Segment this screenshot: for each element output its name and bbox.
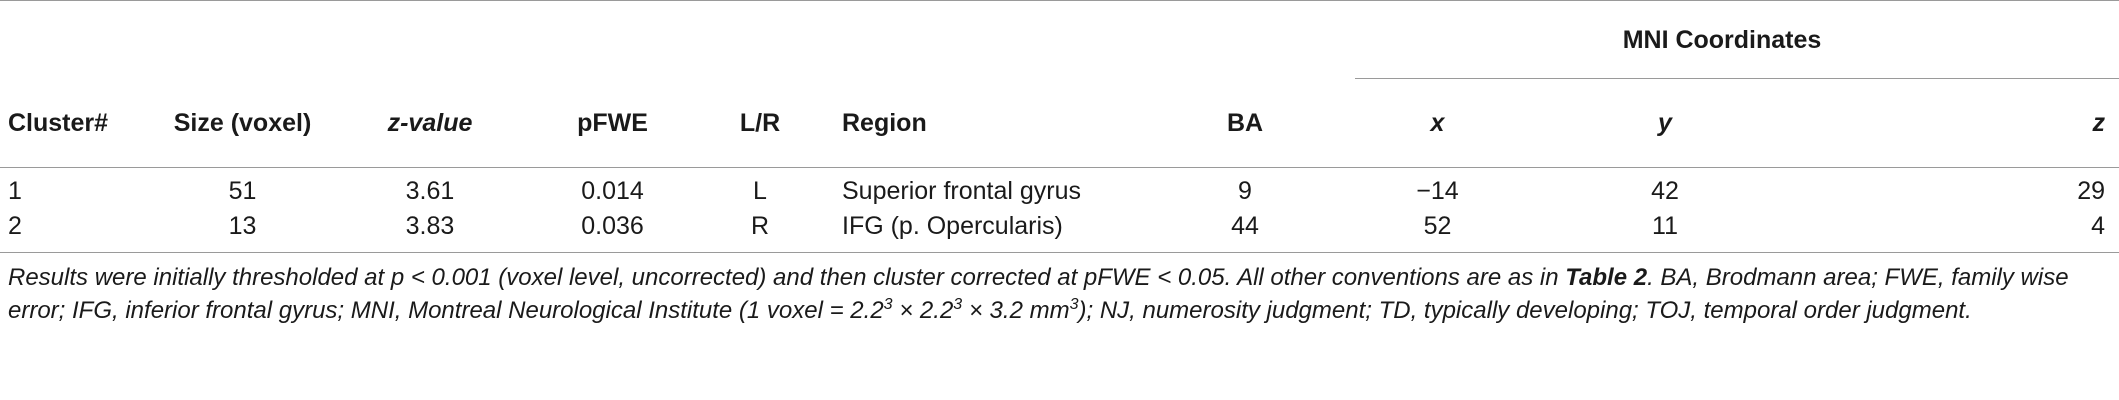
cell-ba: 44 [1231, 212, 1259, 240]
caption-text-3: × 2.2 [892, 297, 954, 324]
group-header-mni-label: MNI Coordinates [1622, 25, 1822, 54]
cell-size: 51 [228, 177, 257, 205]
cell-z-value: 3.83 [405, 212, 455, 240]
caption-sup-3: 3 [1069, 296, 1079, 313]
cell-x: −14 [1416, 177, 1459, 205]
caption-text-4: × 3.2 mm [962, 297, 1070, 324]
cell-lr: L [753, 177, 767, 205]
col-header-x: x [1430, 108, 1445, 137]
cell-pfwe: 0.036 [581, 212, 644, 240]
caption-text-5: ); NJ, numerosity judgment; TD, typicall… [1078, 297, 1972, 324]
group-underline [1355, 78, 2119, 79]
caption-text-1: Results were initially thresholded at p … [8, 264, 1566, 291]
cell-size: 13 [228, 212, 257, 240]
col-header-region: Region [842, 108, 927, 137]
cell-z: 4 [2091, 212, 2106, 240]
results-table: MNI Coordinates Cluster# Size (voxel) z-… [0, 0, 2119, 253]
col-header-cluster: Cluster# [8, 108, 109, 137]
table-caption: Results were initially thresholded at p … [8, 261, 2108, 327]
col-header-z-value: z-value [335, 79, 525, 168]
cell-lr: R [750, 212, 770, 240]
group-header-mni: MNI Coordinates [1325, 1, 2119, 79]
col-header-pfwe: pFWE [577, 108, 648, 137]
col-header-z: z [2092, 108, 2106, 137]
col-header-y: y [1658, 108, 1672, 137]
group-header-row: MNI Coordinates [0, 0, 2119, 79]
cell-cluster: 2 [8, 212, 22, 240]
table-row: 1 51 3.61 0.014 L Superior frontal gyrus… [0, 168, 2119, 210]
col-header-ba: BA [1226, 108, 1264, 137]
col-header-size: Size (voxel) [173, 108, 312, 137]
caption-sup-2: 3 [953, 296, 963, 313]
cell-z: 29 [2077, 177, 2106, 205]
cell-y: 42 [1651, 177, 1679, 205]
results-table-container: MNI Coordinates Cluster# Size (voxel) z-… [0, 0, 2119, 253]
caption-table-ref: Table 2 [1565, 264, 1648, 291]
cell-y: 11 [1652, 212, 1678, 240]
cell-region: Superior frontal gyrus [842, 177, 1082, 205]
cell-x: 52 [1423, 212, 1452, 240]
cell-region: IFG (p. Opercularis) [842, 212, 1063, 240]
caption-text-2: . BA, Brodmann area; FWE, family wise er… [8, 264, 2069, 324]
caption-sup-1: 3 [883, 296, 893, 313]
cell-pfwe: 0.014 [581, 177, 644, 205]
cell-cluster: 1 [8, 177, 22, 205]
column-header-row: Cluster# Size (voxel) z-value pFWE L/R R… [0, 79, 2119, 168]
cell-ba: 9 [1238, 177, 1252, 205]
cell-z-value: 3.61 [405, 177, 455, 205]
col-header-z-value-label: z-value [387, 108, 473, 137]
table-row: 2 13 3.83 0.036 R IFG (p. Opercularis) 4… [0, 209, 2119, 253]
col-header-lr: L/R [739, 108, 781, 137]
